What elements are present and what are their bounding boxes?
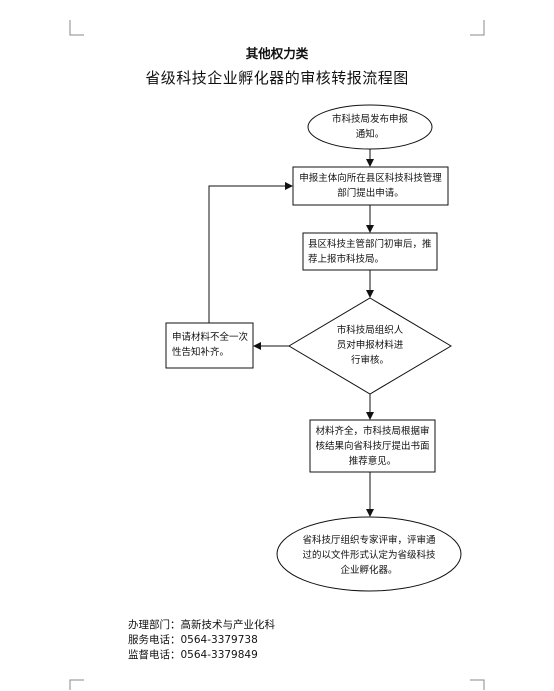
department-label: 办理部门： [128, 619, 181, 631]
page-title: 省级科技企业孵化器的审核转报流程图 [145, 69, 409, 87]
arrow-incomplete-back-to-apply [208, 182, 293, 323]
decision-review-label: 市科技局组织人员对申报材料进行审核。 [336, 325, 404, 366]
start-node-label: 市科技局发布申报通知。 [331, 114, 408, 140]
department-value: 高新技术与产业化科 [180, 619, 276, 631]
step-recommendation-label: 材料齐全，市科技局根据审核结果向省科技厅提出书面推荐意见。 [315, 426, 430, 467]
supervision-phone-label: 监督电话： [128, 649, 181, 661]
step-county-review-label: 县区科技主管部门初审后，推荐上报市科技局。 [308, 239, 432, 265]
end-node [276, 516, 462, 592]
service-phone-label: 服务电话： [128, 634, 181, 646]
footer-supervision-phone: 监督电话：0564-3379849 [128, 647, 258, 663]
step-recommendation-box [309, 419, 436, 473]
category-heading: 其他权力类 [245, 46, 309, 61]
step-county-review-box [302, 232, 438, 271]
footer-service-phone: 服务电话：0564-3379738 [128, 632, 258, 648]
incomplete-materials-label: 申请材料不全一次性告知补齐。 [172, 332, 249, 358]
footer-department: 办理部门：高新技术与产业化科 [128, 617, 275, 633]
corner-marks [69, 20, 485, 690]
step-apply-label: 申报主体向所在县区科技科技管理部门提出申请。 [299, 173, 442, 199]
service-phone-value: 0564-3379738 [180, 634, 258, 646]
end-node-label: 省科技厅组织专家评审，评审通过的以文件形式认定为省级科技企业孵化器。 [302, 535, 436, 576]
supervision-phone-value: 0564-3379849 [180, 649, 258, 661]
